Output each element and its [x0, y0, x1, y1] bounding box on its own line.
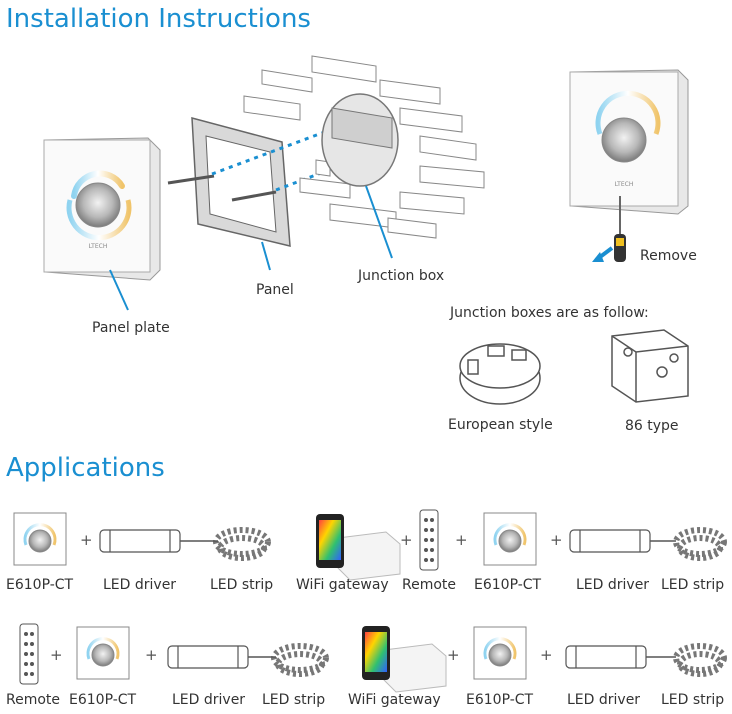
led-driver-icon — [99, 529, 181, 553]
app-label: LED driver — [103, 577, 177, 593]
junction-box-label: Junction box — [358, 268, 445, 284]
e610p-ct-icon — [76, 626, 130, 680]
remote-icon — [419, 509, 439, 571]
app-label: WiFi gateway — [348, 692, 441, 708]
e610p-ct-icon — [483, 512, 537, 566]
plus-sign: + — [400, 531, 413, 549]
app-label: WiFi gateway — [296, 577, 389, 593]
app-label: LED strip — [262, 692, 326, 708]
led-driver-icon — [565, 645, 647, 669]
brick-wall — [243, 55, 485, 239]
app-label: Remote — [6, 692, 61, 708]
plus-sign: + — [447, 646, 460, 664]
e610p-ct-icon — [473, 626, 527, 680]
e610p-ct-icon — [13, 512, 67, 566]
led-driver-icon — [167, 645, 249, 669]
junction-boxes-follow-label: Junction boxes are as follow: — [450, 305, 649, 321]
app-label: LED driver — [576, 577, 650, 593]
junction-box — [321, 93, 399, 187]
app-label: E610P-CT — [466, 692, 534, 708]
remove-brand-text: LTECH — [615, 181, 634, 188]
app-label: LED driver — [567, 692, 641, 708]
plus-sign: + — [145, 646, 158, 664]
plus-sign: + — [540, 646, 553, 664]
app-label: LED strip — [661, 692, 725, 708]
app-label: LED driver — [172, 692, 246, 708]
applications-title: Applications — [6, 453, 165, 483]
plus-sign: + — [80, 531, 93, 549]
app-label: E610P-CT — [69, 692, 137, 708]
plus-sign: + — [550, 531, 563, 549]
type86-box — [611, 329, 689, 403]
panel-plate-device: LTECH — [43, 137, 161, 281]
installation-diagram: LTECH LTECH — [43, 55, 689, 405]
plus-sign: + — [50, 646, 63, 664]
remote-icon — [19, 623, 39, 685]
type86-label: 86 type — [625, 418, 679, 434]
plus-sign: + — [455, 531, 468, 549]
european-box — [459, 343, 541, 405]
wifi-gateway-icon — [362, 626, 447, 693]
app-label: E610P-CT — [474, 577, 542, 593]
app-label: Remote — [402, 577, 457, 593]
remove-label: Remove — [640, 248, 697, 264]
led-driver-icon — [569, 529, 651, 553]
app-label: LED strip — [210, 577, 274, 593]
led-strip-icon — [213, 527, 271, 561]
panel-label: Panel — [256, 282, 294, 298]
led-strip-icon — [673, 527, 727, 561]
plate-brand-text: LTECH — [89, 243, 108, 250]
app-label: LED strip — [661, 577, 725, 593]
panel-plate-label: Panel plate — [92, 320, 170, 336]
panel-frame — [167, 117, 291, 247]
led-strip-icon — [673, 643, 727, 677]
remove-device: LTECH — [569, 69, 689, 262]
european-style-label: European style — [448, 417, 553, 433]
install-title: Installation Instructions — [6, 4, 311, 34]
app-label: E610P-CT — [6, 577, 74, 593]
led-strip-icon — [271, 643, 329, 677]
wifi-gateway-icon — [316, 514, 401, 581]
